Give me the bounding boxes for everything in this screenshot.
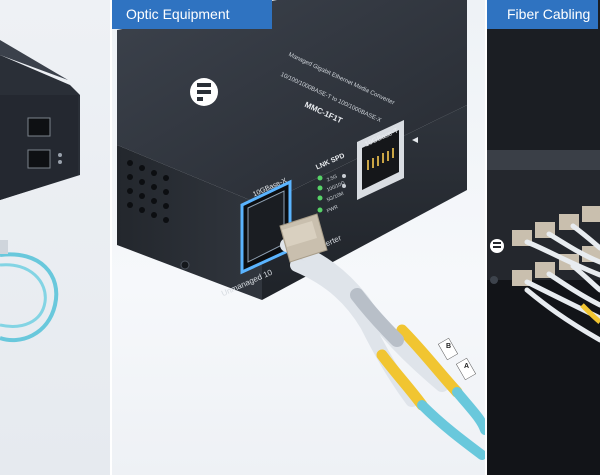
right-photo-panel — [487, 0, 600, 475]
front-face-details — [240, 120, 485, 460]
left-photo-panel — [0, 0, 110, 475]
patch-panel-photo — [487, 0, 600, 475]
optic-equipment-tab: Optic Equipment — [112, 0, 272, 29]
switch-photo — [0, 40, 80, 343]
cable-tag-b: B — [446, 343, 452, 350]
cable-tag-a: A — [464, 363, 470, 370]
center-photo-panel: MMC-1F1T 10/100/1000BASE-T to 100/1000BA… — [112, 0, 485, 475]
panel-divider — [110, 0, 112, 475]
fiber-cabling-tab: Fiber Cabling — [487, 0, 598, 29]
panel-divider — [485, 0, 487, 475]
